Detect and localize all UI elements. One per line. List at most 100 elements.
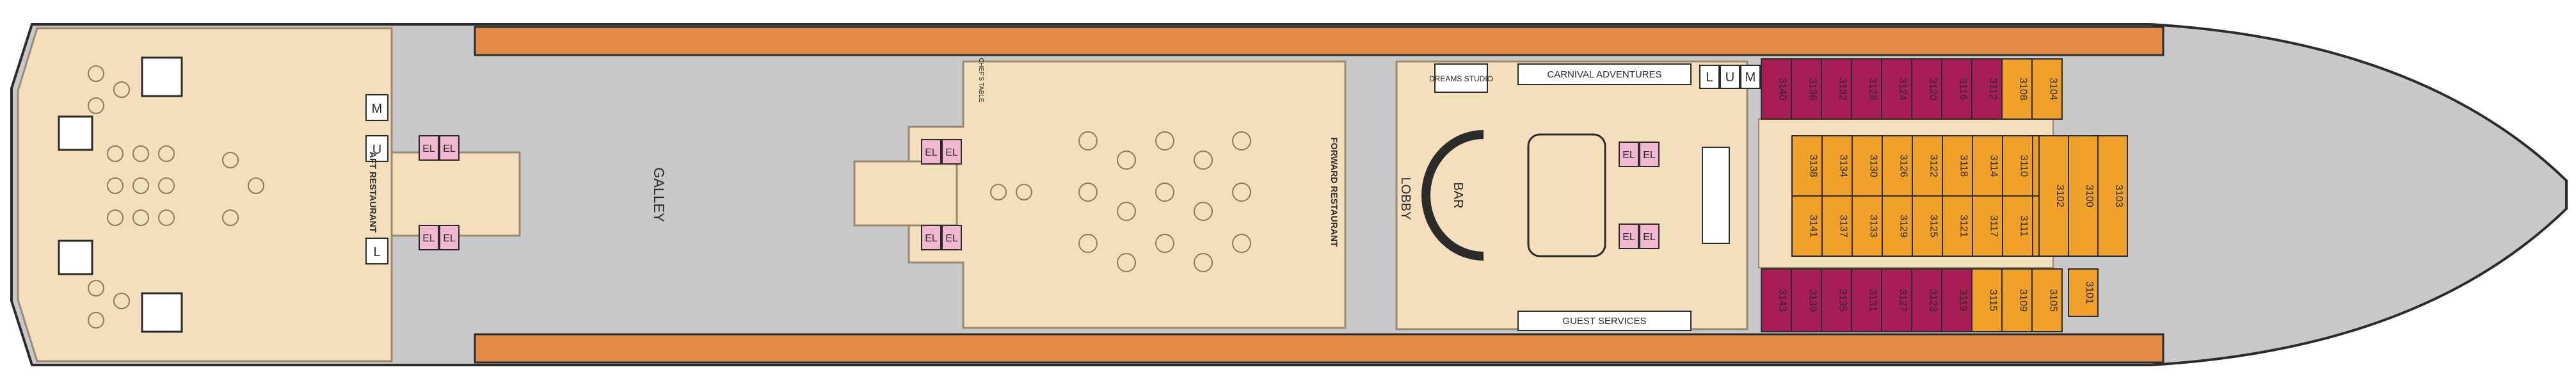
chefs-table-label: CHEF'S TABLE (977, 58, 984, 102)
cabin-number: 3120 (1928, 77, 1939, 101)
mens-restroom-label: M (372, 102, 383, 116)
cabin-number: 3118 (1958, 155, 1969, 177)
cabin-number: 3141 (1808, 215, 1819, 238)
elevator (921, 225, 941, 250)
cabin-number: 3117 (1988, 215, 1999, 238)
cabin-3104[interactable] (2031, 58, 2063, 120)
cabin-number: 3105 (2048, 289, 2059, 312)
elevator (419, 135, 439, 161)
elevator-label: EL (422, 233, 435, 244)
unisex-restroom-label: U (1725, 70, 1734, 85)
cabin-number: 3126 (1898, 154, 1909, 177)
forward-restrooms: L U M (1699, 65, 1761, 89)
elevator (941, 139, 962, 165)
elevator-label: EL (443, 233, 456, 244)
promenade-bottom (474, 333, 2164, 364)
cabin-3122[interactable] (1912, 135, 1943, 197)
mens-restroom-label: M (1745, 70, 1756, 85)
elevator-label: EL (945, 233, 958, 244)
elevator-label: EL (1622, 150, 1635, 161)
cabin-3135[interactable] (1821, 268, 1852, 332)
cabin-3110[interactable] (2002, 135, 2033, 197)
cabin-number: 3119 (1958, 289, 1969, 312)
cabin-3140[interactable] (1761, 58, 1792, 120)
cabin-number: 3137 (1838, 215, 1849, 238)
cabin-3101[interactable] (2068, 268, 2099, 317)
cabin-number: 3129 (1898, 215, 1909, 238)
cabin-3100[interactable] (2068, 135, 2099, 257)
cabin-3103[interactable] (2097, 135, 2128, 257)
cabin-3121[interactable] (1942, 195, 1973, 257)
aft-restaurant-label: AFT RESTAURANT (368, 152, 378, 233)
elevator-label: EL (443, 143, 456, 154)
cabin-number: 3139 (1807, 289, 1818, 312)
cabin-number: 3132 (1837, 77, 1848, 101)
cabin-number: 3140 (1777, 77, 1788, 101)
aft-corridor (390, 151, 521, 237)
lobby-label: LOBBY (1398, 177, 1412, 220)
cabin-3116[interactable] (1941, 58, 1972, 120)
cabin-number: 3130 (1868, 154, 1879, 177)
aft-restaurant-area (17, 27, 393, 362)
cabin-number: 3138 (1808, 154, 1819, 177)
elevator (1619, 223, 1639, 249)
elevator-label: EL (1643, 232, 1656, 243)
cabin-3115[interactable] (1971, 268, 2003, 332)
elevator-label: EL (925, 233, 938, 244)
cabin-number: 3122 (1928, 154, 1939, 177)
cabin-number: 3114 (1988, 155, 1999, 177)
cabin-3127[interactable] (1881, 268, 1912, 332)
elevator (1639, 142, 1660, 167)
elevator (419, 225, 439, 250)
ladies-restroom-label: L (373, 245, 380, 259)
carnival-adventures-label: CARNIVAL ADVENTURES (1547, 69, 1661, 80)
cabin-number: 3104 (2048, 77, 2059, 101)
cabin-number: 3133 (1868, 215, 1879, 238)
bar-label: BAR (1451, 182, 1465, 208)
cabin-3143[interactable] (1761, 268, 1792, 332)
cabin-3111[interactable] (2002, 195, 2033, 257)
cabin-3136[interactable] (1791, 58, 1822, 120)
forward-table-pattern (990, 131, 1251, 272)
dreams-studio-box (1434, 63, 1488, 93)
cabin-3133[interactable] (1852, 195, 1883, 257)
galley-label: GALLEY (651, 167, 667, 222)
cabin-number: 3102 (2054, 184, 2065, 207)
cabin-3129[interactable] (1882, 195, 1913, 257)
elevator-label: EL (422, 143, 435, 154)
cabin-number: 3136 (1807, 77, 1818, 101)
cabin-3139[interactable] (1791, 268, 1822, 332)
cabin-3138[interactable] (1791, 135, 1823, 197)
cabin-number: 3108 (2018, 77, 2029, 101)
cabin-3128[interactable] (1851, 58, 1882, 120)
cabin-number: 3123 (1928, 289, 1939, 312)
cabin-3132[interactable] (1821, 58, 1852, 120)
unisex-restroom-label: U (372, 143, 381, 157)
cabin-3131[interactable] (1851, 268, 1882, 332)
aft-stairs (58, 56, 183, 333)
cabin-3134[interactable] (1821, 135, 1853, 197)
elevator (1619, 142, 1639, 167)
elevator (941, 225, 962, 250)
cabin-3105[interactable] (2031, 268, 2063, 332)
ladies-restroom-label: L (1706, 70, 1713, 85)
cabin-number: 3101 (2084, 281, 2095, 304)
cabin-number: 3109 (2018, 289, 2029, 312)
cabin-number: 3128 (1868, 77, 1878, 101)
cabin-3112[interactable] (1971, 58, 2003, 120)
cabin-3123[interactable] (1911, 268, 1942, 332)
guest-services-box (1517, 311, 1692, 331)
cabin-3118[interactable] (1942, 135, 1973, 197)
cabin-number: 3124 (1898, 77, 1908, 101)
lobby-feature (1527, 133, 1606, 257)
guest-services-label: GUEST SERVICES (1562, 316, 1646, 327)
aft-restrooms: M U L (365, 94, 388, 264)
elevator-label: EL (925, 147, 938, 158)
cabin-3108[interactable] (2001, 58, 2033, 120)
cabin-3125[interactable] (1912, 195, 1943, 257)
cabin-3124[interactable] (1881, 58, 1912, 120)
cabin-3119[interactable] (1941, 268, 1972, 332)
cabin-number: 3121 (1958, 215, 1969, 238)
